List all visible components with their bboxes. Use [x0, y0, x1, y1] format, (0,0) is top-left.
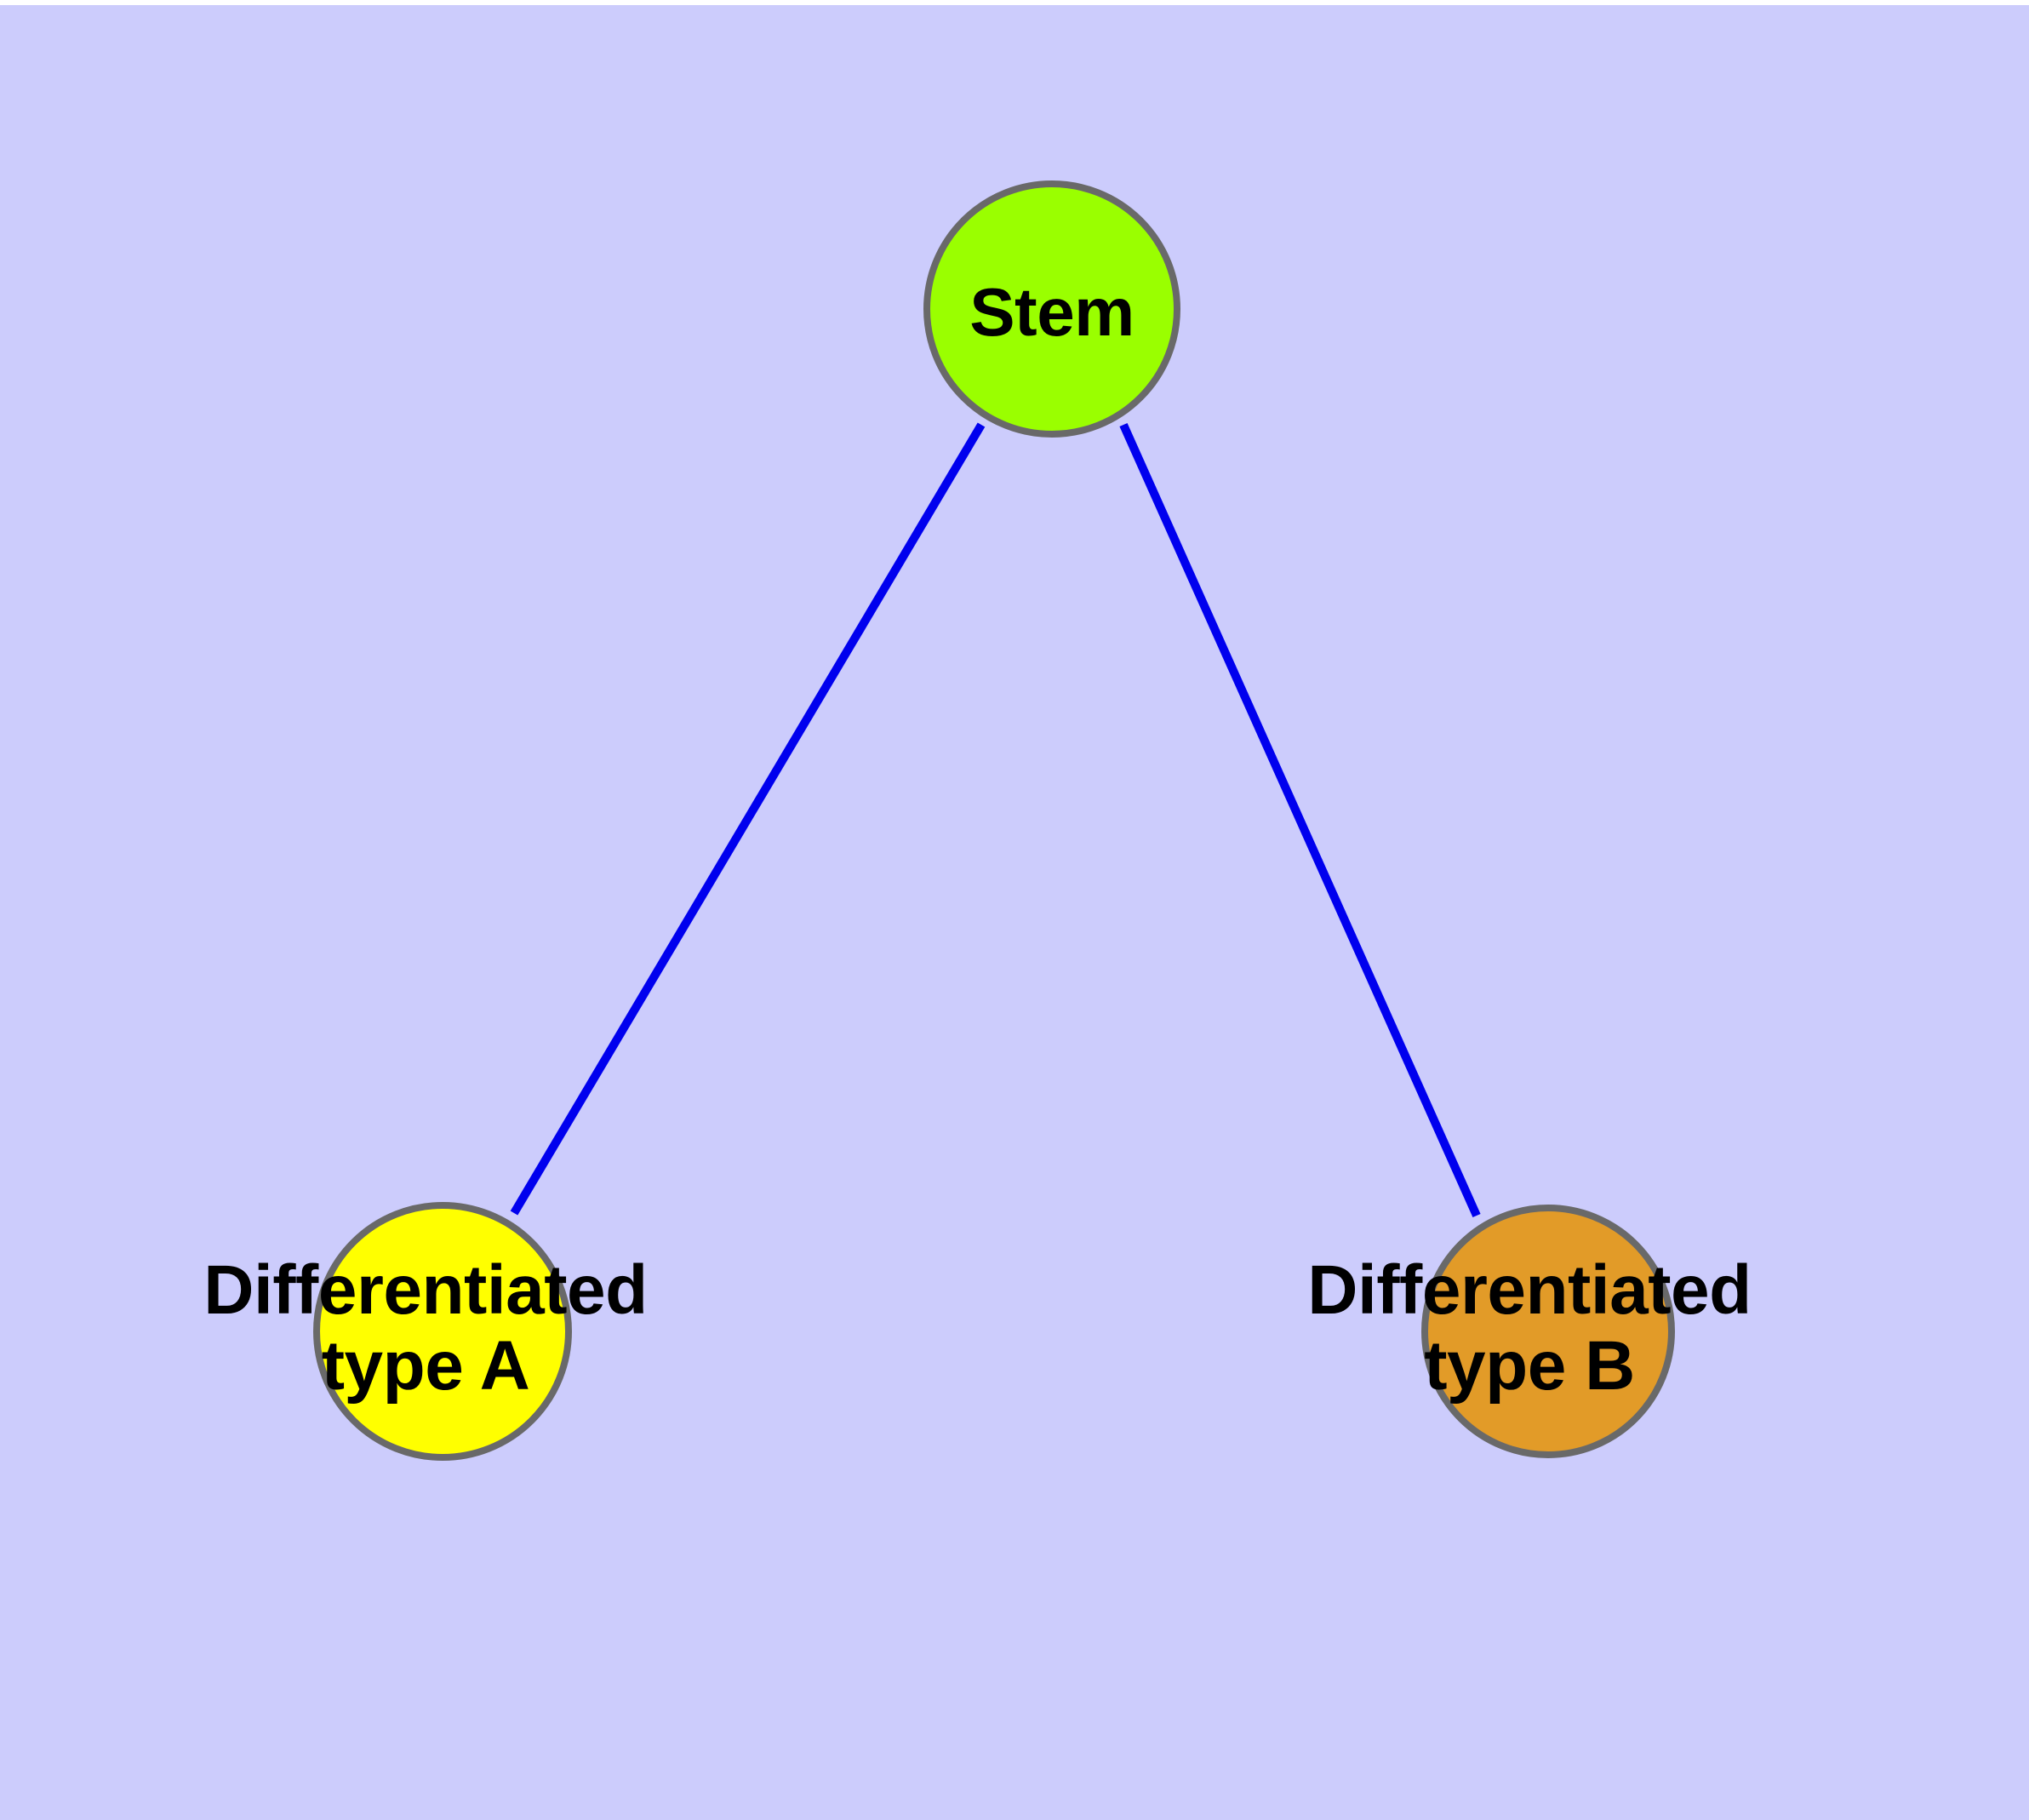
node-differentiated-type-a[interactable] [313, 1202, 572, 1461]
node-differentiated-type-b[interactable] [1421, 1205, 1675, 1458]
node-label-differentiated-type-a: Differentiated type A [203, 1251, 648, 1405]
node-label-stem: Stem [969, 274, 1135, 350]
edge-stem-to-differentiated-type-a[interactable] [510, 422, 986, 1216]
edge-layer [510, 422, 1481, 1218]
edge-stem-to-differentiated-type-b[interactable] [1119, 422, 1481, 1218]
node-stem[interactable] [923, 180, 1180, 438]
graph-plot-area: Stem Differentiated type A Differentiate… [0, 5, 2029, 1820]
node-label-differentiated-type-b: Differentiated type B [1307, 1251, 1752, 1405]
